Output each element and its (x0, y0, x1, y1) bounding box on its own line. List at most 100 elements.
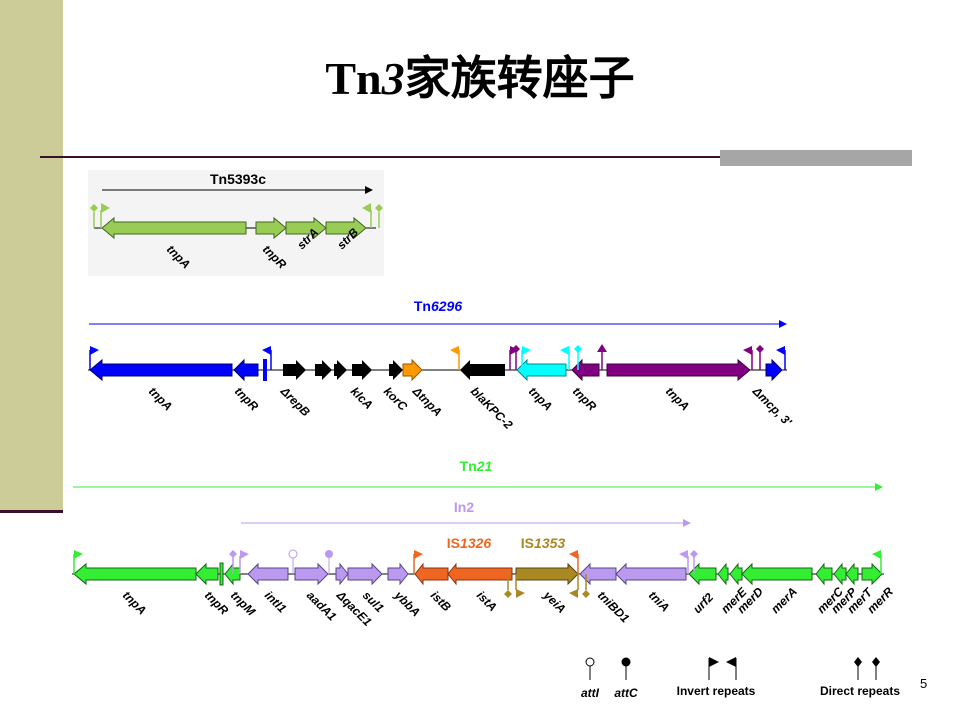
title-rule-accent (720, 150, 912, 166)
is1353-label-prefix: IS (521, 535, 534, 551)
is1353-label-italic: 1353 (534, 535, 565, 551)
legend-direct-repeats: Direct repeats (820, 657, 900, 698)
tn6296-res-site (263, 359, 267, 381)
tn6296-gene-tnpA (89, 358, 233, 382)
tn21-label-tnpR: tnpR (202, 588, 231, 617)
tn21-gene-merD (729, 562, 743, 586)
tn21-label-istA: istA (474, 588, 500, 614)
in2-label: In2 (454, 499, 474, 515)
tn6296-label: Tn6296 (414, 298, 462, 314)
left-decor-line (0, 510, 63, 513)
tn21-gene-yeiA (515, 562, 579, 586)
tn21-map: Tn21 In2 IS1326 IS1353 (72, 458, 896, 629)
tn6296-label-italic: 6296 (431, 298, 462, 314)
legend-invert-repeats: Invert repeats (677, 657, 756, 698)
tn21-gene-istB (414, 562, 449, 586)
tn6296-gene-orf2 (334, 360, 347, 380)
tn21-gene-istA (447, 562, 513, 586)
tn21-res-site (219, 562, 224, 586)
tn6296-repeat-flags (89, 344, 786, 370)
tn21-gene-ybbA (387, 562, 409, 586)
tn21-label-ybbA: ybbA (391, 588, 423, 620)
tn21-label-intI1: intI1 (262, 588, 290, 616)
tn6296-label-korC: korC (381, 384, 410, 413)
page-number: 5 (920, 676, 928, 691)
tn21-gene-intI1 (247, 562, 289, 586)
legend-atti-label: attI (581, 686, 600, 700)
tn5393c-gene-strB (325, 216, 367, 240)
tn21-gene-sul1 (347, 562, 383, 586)
title-rule (40, 156, 912, 158)
tn21-label-italic: 21 (476, 458, 493, 474)
is1326-label: IS1326 (447, 535, 492, 551)
tn21-label-merA: merA (768, 585, 800, 617)
tn21-gene-urf2 (688, 562, 717, 586)
legend-atti: attI (581, 657, 600, 700)
tn21-gene-tnpA (73, 562, 197, 586)
tn21-label-tnpA: tnpA (120, 588, 149, 617)
slide-title: Tn3家族转座子 (0, 42, 960, 108)
tn5393c-gene-strA (285, 216, 327, 240)
title-prefix: Tn (325, 53, 382, 104)
tn21-gene-qacE1 (335, 562, 349, 586)
tn21-label-tniBD1: tniBD1 (595, 588, 632, 625)
legend-attc-label: attC (614, 686, 638, 700)
tn21-label-merR: merR (864, 584, 896, 616)
tn21-label-aadA1: aadA1 (304, 588, 340, 624)
tn6296-label-tnpR2: tnpR (570, 384, 599, 413)
tn6296-gene-klcA (352, 360, 372, 380)
tn21-repeat-flags (73, 549, 882, 598)
tn6296-label-blaKPC2: blaKPC-2 (468, 384, 516, 432)
is1353-label: IS1353 (521, 535, 566, 551)
tn6296-gene-repB (283, 360, 306, 380)
tn6296-gene-mcp (765, 358, 783, 382)
tn5393c-repeat-right (362, 203, 383, 228)
tn6296-label-tnpR: tnpR (232, 384, 261, 413)
tn21-label-istB: istB (428, 588, 454, 614)
tn6296-label-prefix: Tn (414, 298, 431, 314)
tn6296-label-dtnpA: ΔtnpA (409, 384, 445, 420)
tn6296-gene-tnpR (233, 358, 259, 382)
tn21-gene-tnpR (195, 562, 219, 586)
tn6296-label-tnpA2: tnpA (526, 384, 555, 413)
tn6296-gene-orf1 (315, 360, 332, 380)
tn5393c-repeat-left (90, 203, 110, 228)
tn6296-label-drepB: ΔrepB (277, 384, 313, 420)
tn6296-label-tnpA: tnpA (146, 384, 175, 413)
tn21-gene-merP (833, 562, 847, 586)
tn6296-gene-korC (389, 360, 403, 380)
tn21-gene-merE (717, 562, 729, 586)
is1326-label-prefix: IS (447, 535, 460, 551)
tn5393c-map: Tn5393c tnpA tnpR strA strB (88, 170, 384, 276)
legend: attI attC Invert repeats Direct repeats (581, 657, 900, 700)
tn21-gene-merC (815, 562, 833, 586)
legend-invert-repeats-label: Invert repeats (677, 684, 756, 698)
tn6296-label-mcp: Δmcp, 3' (749, 384, 795, 430)
tn21-label-urf2: urf2 (690, 590, 716, 616)
tn6296-label-klcA: klcA (348, 384, 376, 412)
tn6296-map: Tn6296 tnpA tnpR (88, 298, 795, 432)
tn21-gene-merA (741, 562, 813, 586)
tn6296-gene-tnpR2 (571, 358, 600, 382)
tn5393c-label: Tn5393c (210, 171, 266, 187)
tn6296-label-tnpA3: tnpA (663, 384, 692, 413)
tn6296-gene-tnpA3 (606, 358, 751, 382)
title-italic: 3 (381, 53, 405, 104)
tn21-label-tniA: tniA (646, 588, 672, 614)
legend-direct-repeats-label: Direct repeats (820, 684, 900, 698)
tn5393c-gene-tnpR (255, 216, 287, 240)
tn6296-gene-dtnpA (402, 358, 423, 382)
tn21-label: Tn21 (460, 458, 493, 474)
tn21-label-prefix: Tn (460, 458, 477, 474)
tn21-gene-merT (845, 562, 859, 586)
tn21-gene-merR (861, 562, 883, 586)
tn21-label-tnpM: tnpM (228, 588, 259, 619)
tn5393c-gene-tnpA (101, 216, 247, 240)
tn6296-gene-blaKPC2 (460, 360, 505, 380)
is1326-label-italic: 1326 (460, 535, 491, 551)
tn21-gene-aadA1 (294, 562, 329, 586)
left-decor-bar (0, 0, 63, 512)
legend-attc: attC (614, 657, 638, 700)
tn21-label-yeiA: yeiA (540, 588, 569, 617)
